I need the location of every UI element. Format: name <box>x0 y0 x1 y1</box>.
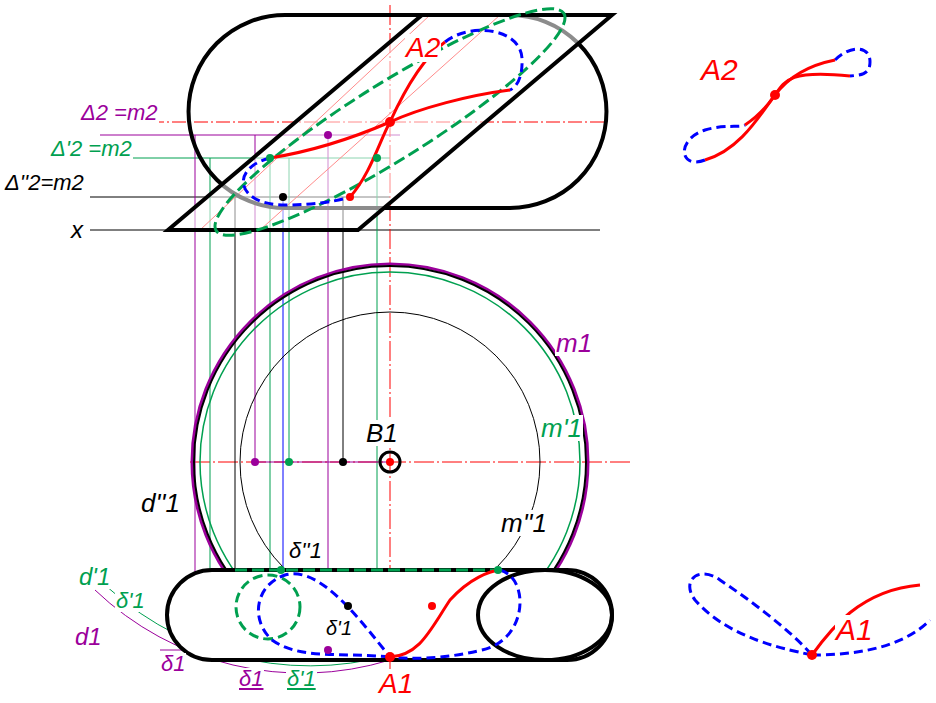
geometry-label: d''1 <box>140 490 181 516</box>
geometry-label: δ1 <box>160 653 186 675</box>
geometry-label: A1 <box>835 615 874 645</box>
geometry-label: δ''1 <box>288 540 323 562</box>
geometry-label: A2 <box>405 34 441 62</box>
geometry-label: d'1 <box>78 565 111 589</box>
geometry-label: δ'1 <box>325 618 353 638</box>
geometry-label: δ'1 <box>115 590 146 612</box>
geometry-label: B1 <box>365 420 399 446</box>
geometry-label: x <box>70 218 84 242</box>
geometry-label: Δ'2 =m2 <box>50 138 133 160</box>
geometry-label: m'1 <box>540 415 583 441</box>
geometry-label: A2 <box>700 55 739 85</box>
geometry-label: Δ2 =m2 <box>80 102 159 124</box>
geometry-label: Δ''2=m2 <box>4 172 85 194</box>
geometry-label: m''1 <box>500 510 548 536</box>
geometry-label: δ'1 <box>286 668 317 690</box>
geometry-label: A1 <box>378 670 414 698</box>
geometry-label: m1 <box>555 330 593 356</box>
geometry-label: δ1 <box>238 668 264 690</box>
geometry-label: d1 <box>74 625 103 649</box>
